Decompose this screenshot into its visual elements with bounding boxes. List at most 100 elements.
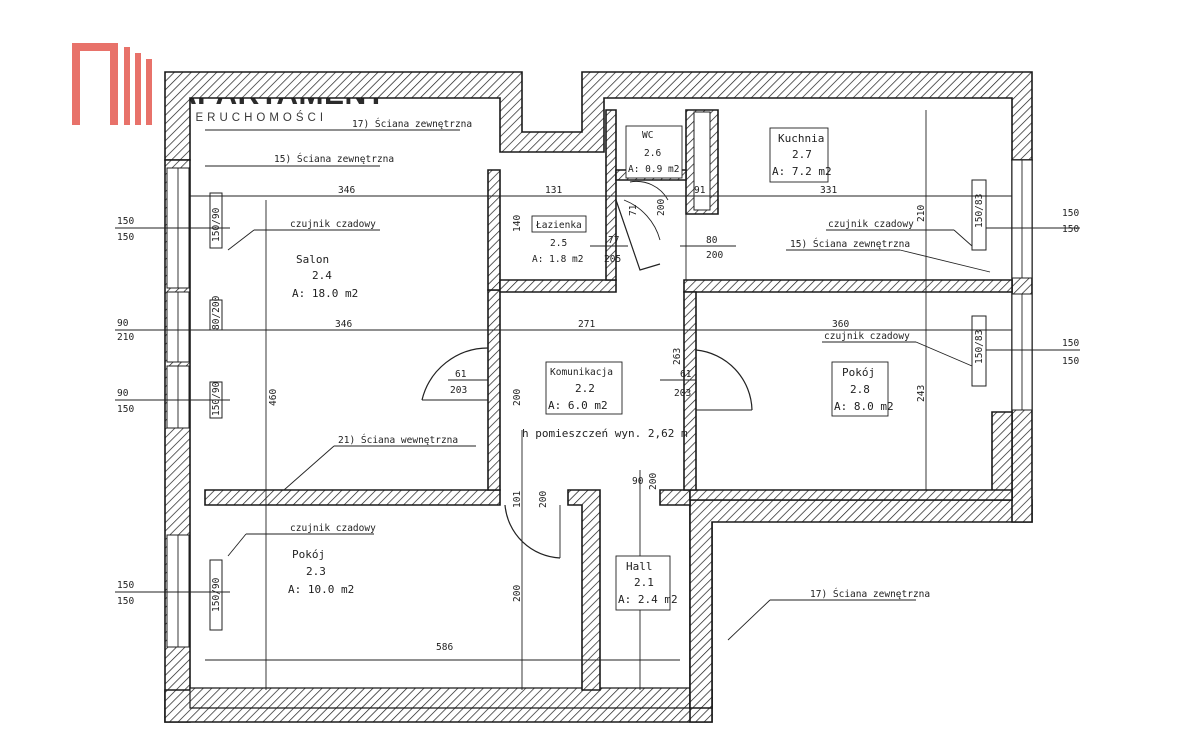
dimension-texts: 346 131 91 331 346 271 360 586 61 203 61… (268, 185, 927, 653)
window-label: 150 (117, 216, 134, 227)
room-number: 2.4 (312, 269, 332, 282)
window-label: 150 (117, 580, 134, 591)
dim-101: 101 (512, 491, 523, 508)
room-area: A: 2.4 m2 (618, 593, 678, 606)
window-label: 150 (1062, 208, 1079, 219)
dim-200-room: 200 (512, 585, 523, 602)
room-number: 2.5 (550, 238, 567, 249)
room-number: 2.6 (644, 148, 661, 159)
leader-lines (205, 129, 991, 641)
dim-243: 243 (916, 385, 927, 402)
window-labels: 150 150 90 210 90 150 150 150 150 150 15… (117, 208, 1079, 607)
dim-271: 271 (578, 319, 595, 330)
logo-subtitle: NIERUCHOMOŚCI (176, 111, 327, 124)
room-hall: Hall 2.1 A: 2.4 m2 (615, 555, 678, 611)
annotation-sensor: czujnik czadowy (290, 219, 376, 230)
dim-90-hall: 90 (632, 476, 644, 487)
dim-61-left: 61 (455, 369, 467, 380)
doors (421, 180, 753, 559)
room-name: Łazienka (535, 220, 582, 231)
room-name: Kuchnia (778, 132, 824, 145)
window-label: 210 (117, 332, 134, 343)
room-name: Komunikacja (550, 367, 613, 378)
sill-label: 150/90 (211, 577, 222, 612)
room-pokoj-2: Pokój 2.8 A: 8.0 m2 (831, 361, 894, 417)
dim-80: 80 (706, 235, 718, 246)
dim-203-left: 203 (450, 385, 467, 396)
sill-label: 150/90 (211, 207, 222, 242)
dim-331: 331 (820, 185, 837, 196)
dim-77: 77 (608, 235, 619, 246)
room-labels: Salon 2.4 A: 18.0 m2 Pokój 2.3 A: 10.0 m… (288, 125, 894, 611)
room-area: A: 6.0 m2 (548, 399, 608, 412)
room-name: WC (642, 130, 653, 141)
room-pokoj-1: Pokój 2.3 A: 10.0 m2 (288, 548, 354, 596)
dim-460: 460 (268, 389, 279, 406)
room-kuchnia: Kuchnia 2.7 A: 7.2 m2 (769, 127, 832, 183)
room-number: 2.7 (792, 148, 812, 161)
dim-205: 205 (604, 254, 621, 265)
annotation-exterior-wall: 17) Ściana zewnętrzna (352, 118, 472, 130)
annotation-sensor: czujnik czadowy (290, 523, 376, 534)
dim-91: 91 (694, 185, 706, 196)
room-number: 2.8 (850, 383, 870, 396)
dim-200-door: 200 (656, 199, 667, 216)
annotations: 17) Ściana zewnętrzna 15) Ściana zewnętr… (274, 118, 930, 600)
room-area: A: 8.0 m2 (834, 400, 894, 413)
sill-labels: 150/90 80/200 150/90 150/90 150/83 150/8… (211, 194, 985, 612)
annotation-sensor: czujnik czadowy (824, 331, 910, 342)
dimension-lines (115, 110, 1080, 690)
annotation-sensor: czujnik czadowy (828, 219, 914, 230)
dim-200-k: 200 (512, 389, 523, 406)
dim-586: 586 (436, 642, 453, 653)
room-area: A: 0.9 m2 (628, 164, 679, 175)
room-komunikacja: Komunikacja 2.2 A: 6.0 m2 (545, 361, 623, 415)
room-name: Salon (296, 253, 329, 266)
room-area: A: 1.8 m2 (532, 254, 583, 265)
dim-80-200: 200 (706, 250, 723, 261)
room-number: 2.3 (306, 565, 326, 578)
dim-61-right: 61 (680, 369, 692, 380)
room-salon: Salon 2.4 A: 18.0 m2 (292, 253, 358, 300)
room-number: 2.1 (634, 576, 654, 589)
sill-label: 150/90 (211, 381, 222, 416)
annotation-kitchen-wall: 15) Ściana zewnętrzna (790, 238, 910, 250)
height-note: h pomieszczeń wyn. 2,62 m (522, 427, 688, 440)
dim-203-right: 203 (674, 388, 691, 399)
building-bars-icon (72, 43, 152, 125)
annotation-interior-wall: 21) Ściana wewnętrzna (338, 434, 458, 446)
dim-346-top: 346 (338, 185, 355, 196)
window-label: 90 (117, 388, 129, 399)
dim-140: 140 (512, 215, 523, 232)
room-lazienka: Łazienka 2.5 A: 1.8 m2 (531, 215, 587, 265)
sill-label: 150/83 (974, 330, 985, 364)
sill-label: 80/200 (211, 295, 222, 330)
dim-71: 71 (628, 204, 639, 216)
room-name: Hall (626, 560, 653, 573)
room-name: Pokój (842, 366, 875, 379)
window-label: 150 (117, 404, 134, 415)
room-name: Pokój (292, 548, 325, 561)
sill-label: 150/83 (974, 194, 985, 228)
room-area: A: 18.0 m2 (292, 287, 358, 300)
window-label: 150 (1062, 338, 1079, 349)
dim-200-hall: 200 (648, 473, 659, 490)
dim-346-mid: 346 (335, 319, 352, 330)
room-area: A: 10.0 m2 (288, 583, 354, 596)
dim-263: 263 (672, 348, 683, 365)
window-label: 150 (117, 232, 134, 243)
window-label: 150 (1062, 224, 1079, 235)
dim-360: 360 (832, 319, 849, 330)
annotation-exterior-wall-short: 15) Ściana zewnętrzna (274, 153, 394, 165)
interior-walls (204, 109, 1013, 691)
window-label: 90 (117, 318, 129, 329)
room-number: 2.2 (575, 382, 595, 395)
window-label: 150 (117, 596, 134, 607)
dim-200-low: 200 (538, 491, 549, 508)
annotation-exterior-wall-lower: 17) Ściana zewnętrzna (810, 588, 930, 600)
dim-131: 131 (545, 185, 562, 196)
room-wc: WC 2.6 A: 0.9 m2 (625, 125, 683, 179)
window-label: 150 (1062, 356, 1079, 367)
